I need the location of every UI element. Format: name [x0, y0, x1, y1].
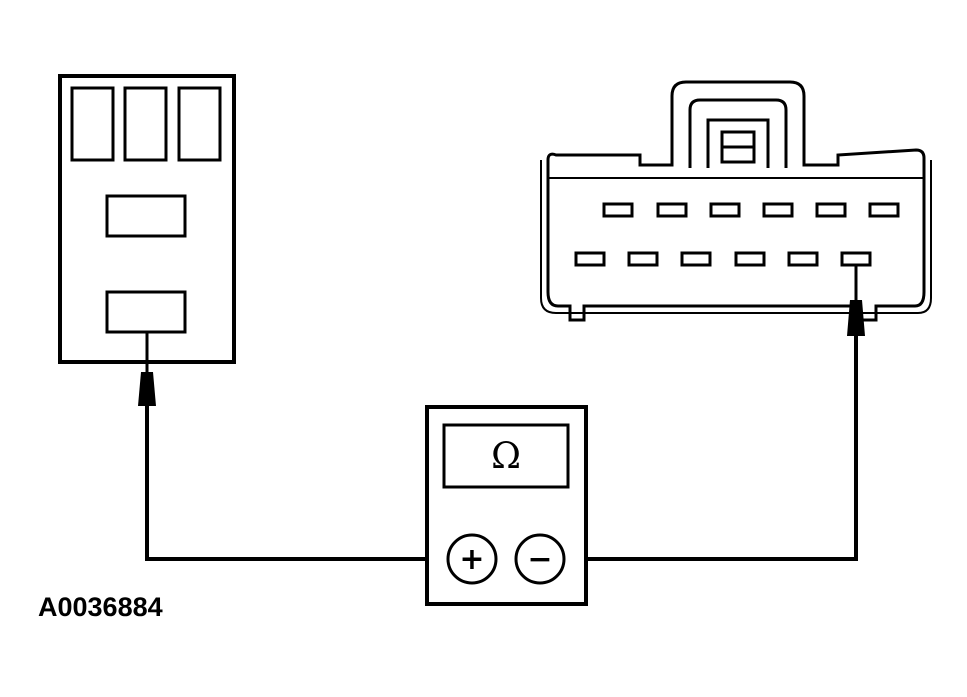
connector-pin [868, 202, 900, 218]
module-window-3 [177, 86, 222, 162]
connector-pin [574, 251, 606, 267]
positive-terminal-symbol: + [459, 542, 484, 577]
connector-pin [656, 202, 688, 218]
connector-pin [602, 202, 634, 218]
connector-lock-inner [706, 118, 770, 168]
negative-lead-wire [565, 334, 858, 561]
connector-inner-outline [540, 160, 932, 314]
positive-terminal [446, 533, 498, 585]
negative-terminal [514, 533, 566, 585]
module-window-2 [123, 86, 168, 162]
figure-reference-code: A0036884 [38, 592, 163, 622]
connector-body [546, 80, 926, 322]
module-body [58, 74, 236, 364]
connector-pin [709, 202, 741, 218]
positive-lead-wire [145, 405, 450, 561]
harness-connector [540, 80, 932, 322]
connector-pin-row-bottom [574, 251, 872, 267]
connector-lock-tab [688, 98, 788, 168]
connector-pin [734, 251, 766, 267]
negative-probe [847, 300, 865, 336]
positive-probe [138, 372, 156, 406]
module-center-slot [105, 194, 187, 238]
connector-pin [627, 251, 659, 267]
module-terminal-slot [105, 290, 187, 334]
module-window-1 [70, 86, 115, 162]
connector-pin [680, 251, 712, 267]
ohmmeter-display [442, 423, 570, 489]
connector-pin-row-top [602, 202, 900, 218]
module-component [58, 74, 236, 364]
connector-pin [815, 202, 847, 218]
connector-pin-tested [840, 251, 872, 267]
negative-terminal-symbol: − [527, 542, 552, 577]
connector-pin [787, 251, 819, 267]
connector-pin [762, 202, 794, 218]
ohm-symbol: Ω [491, 436, 521, 477]
ohmmeter: Ω + − [425, 405, 588, 606]
test-leads [145, 265, 858, 561]
